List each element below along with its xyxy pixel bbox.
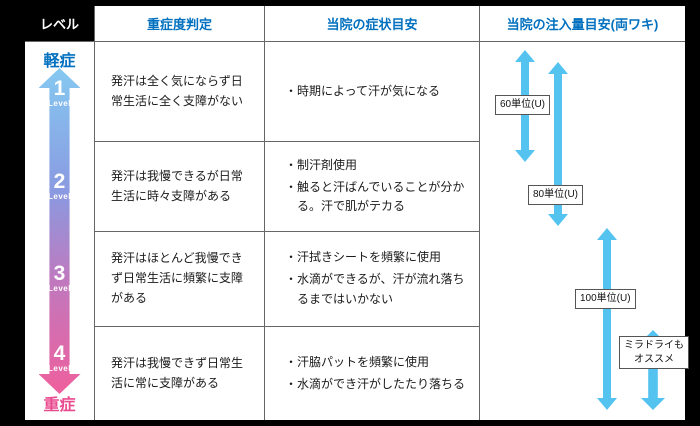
injection-label-text: ミラドライも: [624, 340, 684, 351]
judgment-cell-level4: 発汗は我慢できず日常生活に常に支障がある: [95, 327, 265, 420]
level-number: 3: [53, 262, 66, 285]
injection-range-arrow-100u: [597, 228, 617, 410]
level-marker-2: 2 Level: [25, 171, 94, 202]
symptom-item: ・時期によって汗が気になる: [285, 83, 441, 98]
header-judgment: 重症度判定: [95, 6, 265, 42]
injection-label-text: 80単位(U): [533, 189, 579, 200]
level-word: Level: [48, 99, 71, 108]
level-marker-3: 3 Level: [25, 263, 94, 294]
level-number: 1: [53, 77, 66, 100]
level-word: Level: [48, 192, 71, 201]
symptom-item: ・汗脇パットを頻繁に使用: [285, 354, 430, 369]
judgment-cell-level3: 発汗はほとんど我慢できず日常生活に頻繁に支障がある: [95, 232, 265, 327]
symptom-item: ・制汗剤使用: [285, 157, 358, 172]
injection-label-80u: 80単位(U): [528, 185, 584, 205]
injection-label-text: 100単位(U): [580, 293, 631, 304]
level-number: 2: [53, 170, 66, 193]
injection-label-100u: 100単位(U): [575, 289, 636, 309]
header-symptoms: 当院の症状目安: [265, 6, 480, 42]
injection-label-miradry: ミラドライも オススメ: [619, 336, 689, 369]
level-marker-4: 4 Level: [25, 343, 94, 374]
mild-label: 軽症: [43, 53, 76, 70]
symptoms-cell-level1: ・時期によって汗が気になる: [265, 42, 480, 142]
symptoms-cell-level2: ・制汗剤使用 ・触ると汗ばんでいることが分かる。汗で肌がテカる: [265, 142, 480, 232]
header-injection: 当院の注入量目安(両ワキ): [480, 6, 685, 42]
symptoms-cell-level3: ・汗拭きシートを頻繁に使用 ・水滴ができるが、汗が流れ落ちるまではいかない: [265, 232, 480, 327]
judgment-text: 発汗はほとんど我慢できず日常生活に頻繁に支障がある: [111, 251, 244, 305]
symptom-item: ・水滴ができるが、汗が流れ落ちるまではいかない: [285, 272, 465, 306]
level-marker-1: 1 Level: [25, 78, 94, 109]
injection-label-text: オススメ: [634, 353, 674, 365]
symptom-item: ・汗拭きシートを頻繁に使用: [285, 250, 442, 265]
level-number: 4: [53, 342, 66, 365]
symptom-item: ・触ると汗ばんでいることが分かる。汗で肌がテカる: [285, 179, 465, 214]
symptom-item: ・水滴ができ汗がしたたり落ちる: [285, 376, 466, 391]
level-word: Level: [48, 364, 71, 373]
level-word: Level: [48, 284, 71, 293]
severe-label: 重症: [43, 397, 76, 414]
symptoms-cell-level4: ・汗脇パットを頻繁に使用 ・水滴ができ汗がしたたり落ちる: [265, 327, 480, 420]
judgment-text: 発汗は我慢できるが日常生活に時々支障がある: [111, 168, 243, 203]
injection-column: 60単位(U) 80単位(U) 100単位(U) ミラドライも オススメ: [480, 42, 689, 420]
judgment-cell-level2: 発汗は我慢できるが日常生活に時々支障がある: [95, 142, 265, 232]
level-axis-column: 軽症 1 Level 2 Level 3 Level 4 Level 重症: [25, 42, 95, 420]
injection-label-text: 60単位(U): [500, 99, 546, 110]
severity-table: レベル 重症度判定 当院の症状目安 当院の注入量目安(両ワキ) 軽症 1 Lev…: [25, 6, 689, 420]
header-level: レベル: [25, 6, 95, 42]
judgment-text: 発汗は我慢できず日常生活に常に支障がある: [111, 355, 244, 390]
judgment-text: 発汗は全く気にならず日常生活に全く支障がない: [111, 73, 244, 108]
injection-label-60u: 60単位(U): [495, 95, 551, 115]
judgment-cell-level1: 発汗は全く気にならず日常生活に全く支障がない: [95, 42, 265, 142]
